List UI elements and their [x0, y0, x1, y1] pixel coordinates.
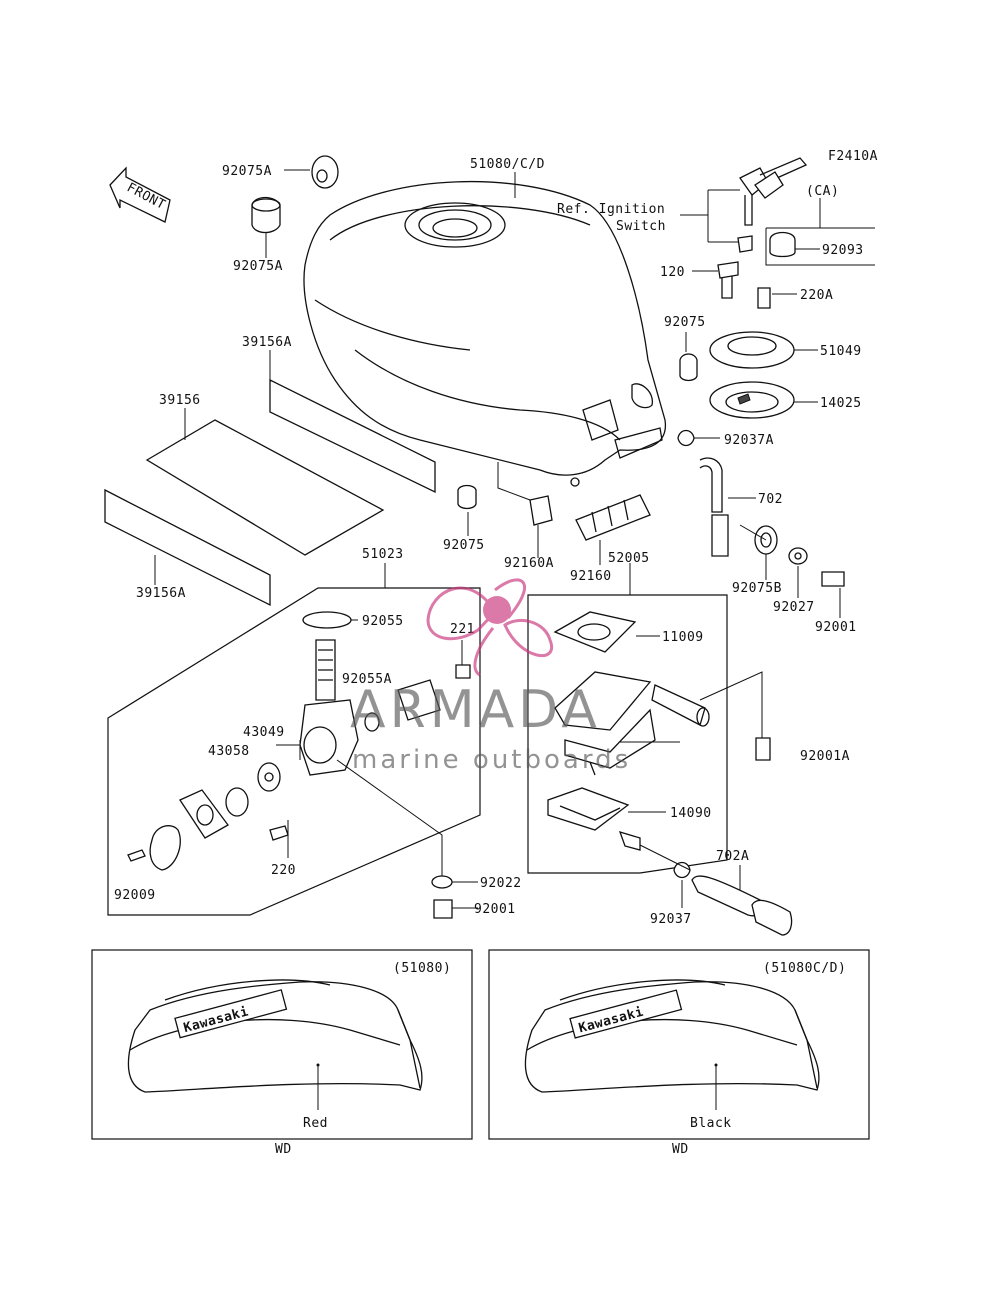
screw-92009 [127, 849, 146, 862]
fuel-tank [303, 180, 667, 487]
oring-92055 [302, 611, 352, 629]
screw-221 [455, 664, 471, 679]
label-92027: 92027 [773, 600, 815, 615]
cap-51049 [709, 331, 795, 369]
screw-120 [717, 261, 739, 299]
watermark-tagline: marine outboards [352, 745, 631, 775]
washer-92022 [431, 875, 453, 889]
label-92022: 92022 [480, 876, 522, 891]
damper-92160 [575, 494, 651, 541]
label-92055a: 92055A [342, 672, 392, 687]
bolt-220a [757, 287, 771, 309]
label-702a: 702A [716, 849, 749, 864]
label-92075-right: 92075 [664, 315, 706, 330]
inset-right-color: Black [690, 1116, 732, 1131]
label-92037: 92037 [650, 912, 692, 927]
label-51049: 51049 [820, 344, 862, 359]
label-43049: 43049 [243, 725, 285, 740]
label-11009: 11009 [662, 630, 704, 645]
inset-right-code: (51080C/D) [763, 961, 846, 976]
label-39156a-bottom: 39156A [136, 586, 186, 601]
inset-left-color: Red [303, 1116, 328, 1131]
label-39156: 39156 [159, 393, 201, 408]
label-220a: 220A [800, 288, 833, 303]
pad-39156a-top [269, 378, 436, 494]
bolt-92001a [755, 737, 771, 761]
diaphragm-43049 [257, 762, 281, 792]
label-92055: 92055 [362, 614, 404, 629]
hose-702 [699, 457, 729, 557]
label-92075b: 92075B [732, 581, 782, 596]
label-92001a: 92001A [800, 749, 850, 764]
leader-lines [154, 169, 875, 909]
label-92093: 92093 [822, 243, 864, 258]
oring-43058 [225, 787, 249, 817]
pad-39156 [145, 419, 385, 556]
clip-92037 [673, 861, 691, 879]
figure-code: F2410A [828, 149, 878, 164]
inset-left-market: WD [275, 1142, 292, 1157]
collar-92027 [788, 547, 808, 565]
box-51023 [107, 587, 481, 916]
pump-assembly [554, 671, 710, 776]
damper-92075a-top [311, 155, 339, 189]
label-120: 120 [660, 265, 685, 280]
label-51023: 51023 [362, 547, 404, 562]
plate-92055a [364, 679, 441, 732]
label-92075a-bottom: 92075A [233, 259, 283, 274]
clip-92037a [677, 429, 695, 447]
pad-39156a-bottom [104, 488, 271, 607]
hose-702a [691, 875, 793, 936]
screw-220 [269, 825, 289, 841]
ref-note-line1: Ref. Ignition [557, 202, 665, 217]
label-221: 221 [450, 622, 475, 637]
label-51080cd: 51080/C/D [470, 157, 545, 172]
cover-plate [179, 789, 229, 839]
label-92075a-top: 92075A [222, 164, 272, 179]
label-92160: 92160 [570, 569, 612, 584]
label-220: 220 [271, 863, 296, 878]
label-92075-mid: 92075 [443, 538, 485, 553]
inset-right-market: WD [672, 1142, 689, 1157]
propeller-logo-icon [426, 578, 554, 677]
label-92160a: 92160A [504, 556, 554, 571]
bolt-92001-bottom [433, 899, 453, 919]
gasket-11009 [553, 611, 637, 653]
part-labels: 92075A 92075A 51080/C/D Ref. Ignition Sw… [114, 157, 864, 927]
label-ca: (CA) [806, 184, 839, 199]
label-14090: 14090 [670, 806, 712, 821]
ref-note-line2: Switch [616, 219, 666, 234]
label-92001-bottom: 92001 [474, 902, 516, 917]
label-43058: 43058 [208, 744, 250, 759]
label-92001-right: 92001 [815, 620, 857, 635]
damper-92075-right [679, 353, 698, 382]
bolt-92001-right [821, 571, 845, 587]
inset-left-code: (51080) [393, 961, 451, 976]
label-39156a-top: 39156A [242, 335, 292, 350]
label-52005: 52005 [608, 551, 650, 566]
cap-92093 [769, 231, 796, 258]
inset-right: (51080C/D) Kawasaki Black WD [488, 949, 870, 1157]
block-92160a [529, 495, 553, 526]
inset-left: (51080) Kawasaki Red WD [91, 949, 473, 1157]
label-92009: 92009 [114, 888, 156, 903]
damper-92075-mid [457, 484, 477, 510]
watermark: ARMADA marine outboards [350, 578, 631, 775]
damper-92075a-bottom [251, 196, 281, 234]
front-arrow-icon: FRONT [109, 166, 171, 223]
label-92037a: 92037A [724, 433, 774, 448]
watermark-brand: ARMADA [350, 680, 601, 740]
ring-14025 [709, 381, 795, 419]
filter-14090 [547, 787, 641, 851]
label-14025: 14025 [820, 396, 862, 411]
label-702: 702 [758, 492, 783, 507]
ignition-keys [737, 157, 808, 253]
lever-knob [149, 825, 181, 871]
